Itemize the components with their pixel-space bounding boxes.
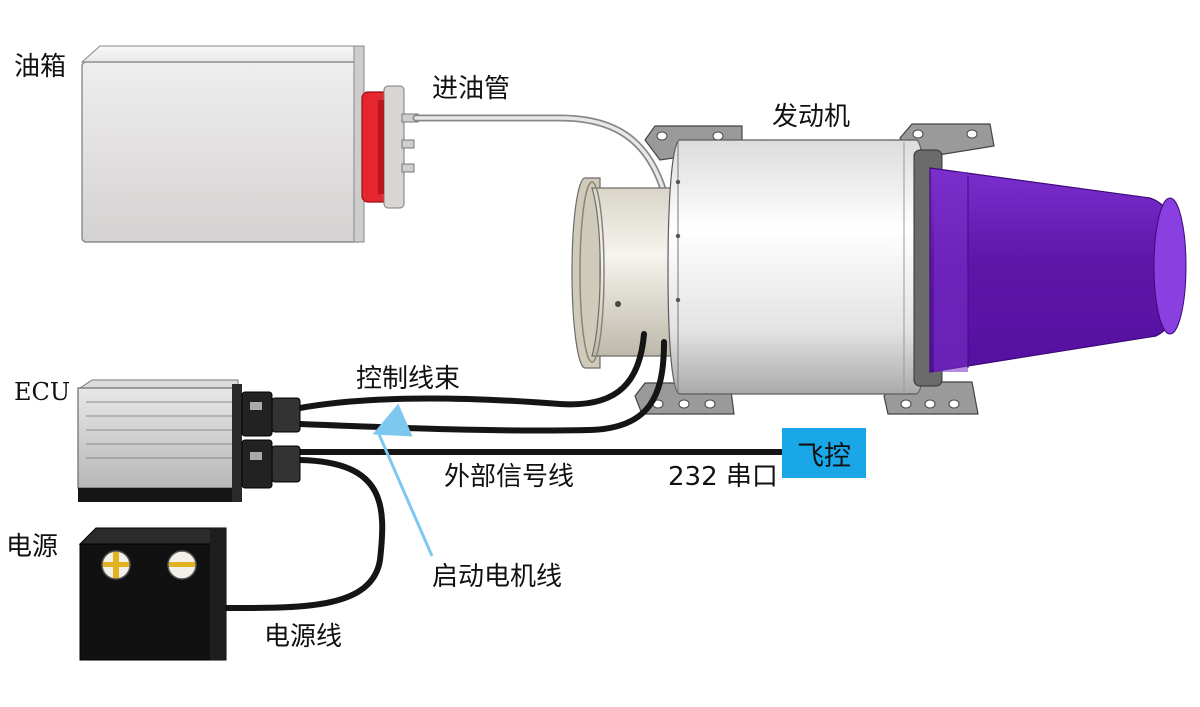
starter-motor-line-label: 启动电机线 <box>432 562 563 592</box>
power-supply-unit <box>78 527 227 661</box>
serial-port-label: 232 串口 <box>668 462 778 492</box>
engine-intake <box>571 177 683 369</box>
power-supply-label: 电源 <box>6 532 59 562</box>
power-terminal-negative-icon <box>167 550 197 580</box>
ecu-unit <box>77 379 242 502</box>
fuel-tank-label: 油箱 <box>14 52 67 82</box>
engine-casing <box>667 139 929 395</box>
flight-control-box: 飞控 <box>782 428 866 478</box>
ecu-connectors <box>241 391 301 489</box>
engine <box>571 123 1187 415</box>
power-terminal-positive-icon <box>101 550 131 580</box>
engine-label: 发动机 <box>772 102 851 132</box>
fuel-pipe-label: 进油管 <box>432 74 511 104</box>
fuel-pipe <box>412 114 668 196</box>
control-harness-label: 控制线束 <box>356 364 461 394</box>
power-line-label: 电源线 <box>264 622 343 652</box>
external-signal-line-label: 外部信号线 <box>444 462 575 492</box>
control-harness-wire-1 <box>297 331 647 411</box>
engine-nozzle <box>929 167 1187 373</box>
power-wire <box>221 457 386 612</box>
flight-control-label: 飞控 <box>797 440 851 472</box>
tank-flange <box>361 85 405 209</box>
fuel-tank <box>80 45 365 243</box>
starter-motor-line-arrow <box>372 403 434 557</box>
ecu-label: ECU <box>14 378 71 406</box>
